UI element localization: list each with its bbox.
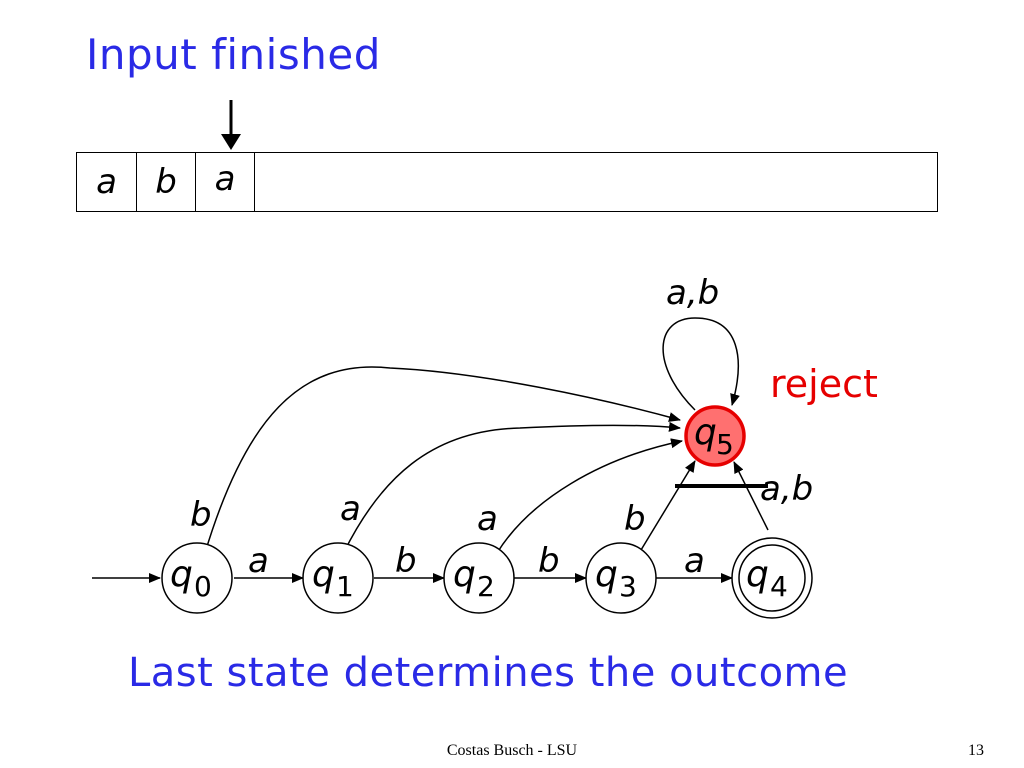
svg-text:q: q xyxy=(694,412,717,453)
label-q1-q2: b xyxy=(395,541,417,581)
state-q0: q 0 xyxy=(161,542,233,614)
svg-text:0: 0 xyxy=(194,570,212,603)
svg-text:3: 3 xyxy=(619,570,637,603)
label-q0-q1: a xyxy=(248,541,269,581)
state-q4-accepting: q 4 xyxy=(731,537,813,619)
label-q3-q4: a xyxy=(684,541,705,581)
svg-text:1: 1 xyxy=(336,570,354,603)
svg-text:2: 2 xyxy=(477,570,495,603)
svg-text:5: 5 xyxy=(716,428,734,461)
svg-text:q: q xyxy=(453,554,476,595)
state-q3: q 3 xyxy=(585,542,657,614)
input-tape: a b a xyxy=(76,152,938,212)
state-q2: q 2 xyxy=(443,542,515,614)
label-q2-q3: b xyxy=(538,541,560,581)
svg-text:4: 4 xyxy=(770,570,788,603)
label-q0-q5: b xyxy=(190,495,212,535)
state-q5-current: q 5 xyxy=(684,405,746,467)
tape-cell: a xyxy=(77,153,137,211)
svg-text:q: q xyxy=(170,554,193,595)
reject-label: reject xyxy=(770,362,878,406)
transition-q4-q5 xyxy=(733,461,769,531)
transition-q3-q5 xyxy=(640,460,696,551)
self-loop-q5 xyxy=(662,317,740,411)
label-q3-q5: b xyxy=(624,499,646,539)
slide-caption: Last state determines the outcome xyxy=(128,650,849,696)
label-q5-self: a,b xyxy=(666,273,719,313)
svg-text:q: q xyxy=(746,554,769,595)
label-q4-q5: a,b xyxy=(760,469,813,509)
transition-q2-q5 xyxy=(496,438,683,554)
slide-title: Input finished xyxy=(86,30,381,79)
label-q1-q5: a xyxy=(340,489,361,529)
svg-text:q: q xyxy=(312,554,335,595)
label-q2-q5: a xyxy=(477,499,498,539)
state-q1: q 1 xyxy=(302,542,374,614)
svg-text:q: q xyxy=(595,554,618,595)
slide-footer: Costas Busch - LSU xyxy=(446,742,578,759)
tape-cell-current: a xyxy=(196,153,255,211)
page-number: 13 xyxy=(968,742,984,759)
transition-q0-q5 xyxy=(204,366,681,554)
tape-cell: b xyxy=(137,153,196,211)
transition-q1-q5 xyxy=(343,421,681,553)
tape-head-arrow xyxy=(221,100,241,150)
